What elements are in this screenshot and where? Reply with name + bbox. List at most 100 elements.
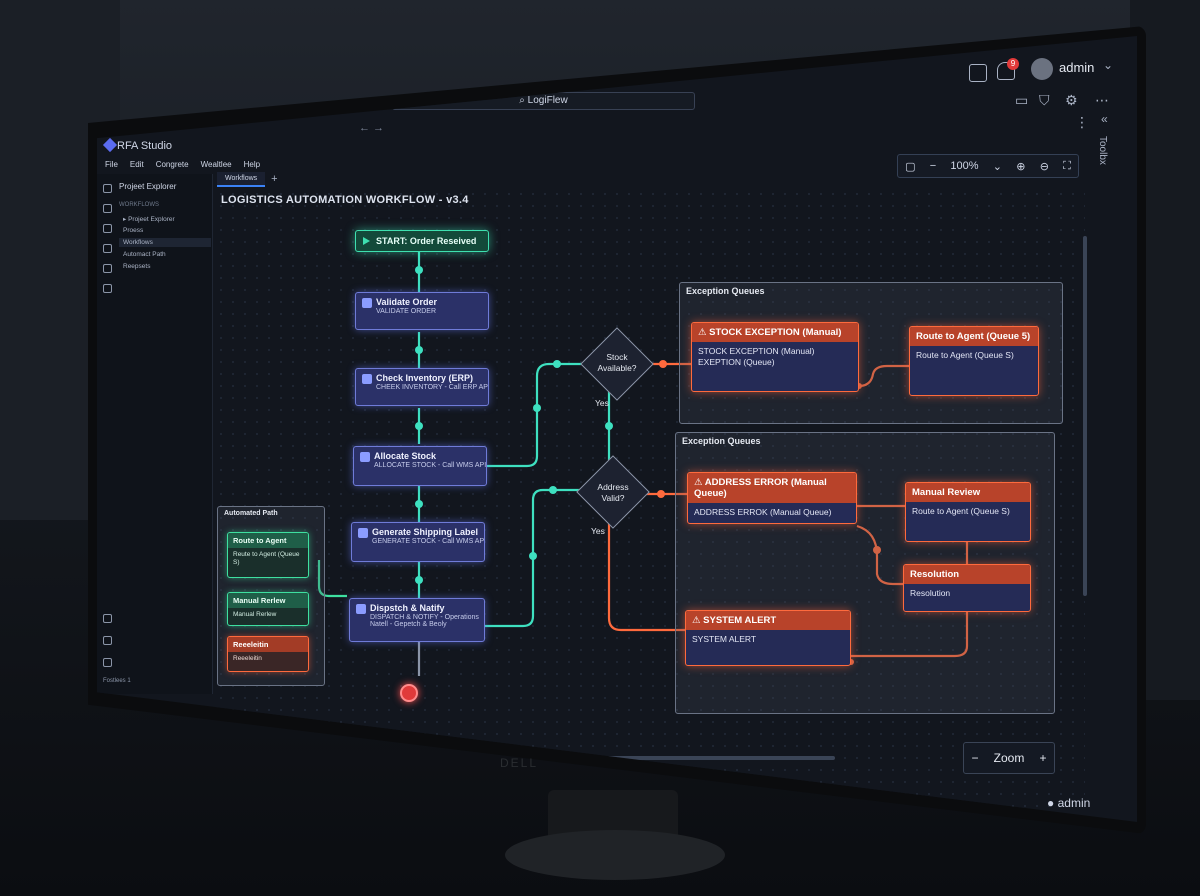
auto-node-resolution[interactable]: Reeeleitin Reeeleitin	[227, 636, 309, 672]
chevron-down-icon[interactable]: ⌄	[992, 160, 1003, 173]
sidebar-item-project[interactable]: ▸ Projeet Explorer	[123, 216, 175, 223]
node-check-inventory[interactable]: Check Inventory (ERP) CHEEK INVENTORY - …	[355, 368, 489, 406]
grid-icon[interactable]	[103, 284, 112, 293]
node-subtitle-2: Natell - Gepetch & Beoly	[370, 621, 447, 628]
more-icon[interactable]: ⋯	[1095, 92, 1109, 108]
group-title: Automated Path	[224, 510, 278, 517]
sidebar-item-automated-path[interactable]: Automact Path	[123, 251, 166, 258]
node-allocate-stock[interactable]: Allocate Stock ALLOCATE STOCK - Call WMS…	[353, 446, 487, 486]
node-body: Route to Agent (Queue S)	[916, 350, 1014, 360]
node-body: STOCK EXCEPTION (Manual) EXEPTION (Queue…	[698, 346, 815, 367]
node-header: ⚠ ADDRESS ERROR (Manual Queue)	[688, 473, 856, 503]
node-address-error[interactable]: ⚠ ADDRESS ERROR (Manual Queue) ADDRESS E…	[687, 472, 857, 524]
link-icon[interactable]	[103, 614, 112, 623]
wire-allocate-decision1	[485, 362, 585, 468]
play-icon	[363, 237, 370, 245]
zoom-label: Zoom	[993, 751, 1025, 765]
globe-icon[interactable]	[103, 658, 112, 667]
zoom-minus-button[interactable]: −	[971, 751, 979, 765]
menu-item-wealtlee[interactable]: Wealtlee	[200, 160, 232, 169]
menu-item-congrete[interactable]: Congrete	[155, 160, 189, 169]
add-tab-button[interactable]: +	[271, 173, 278, 185]
group-title: Exception Queues	[686, 286, 765, 296]
node-title: Validate Order	[376, 297, 438, 307]
chevron-down-icon[interactable]: ⌄	[1103, 58, 1114, 72]
menu-item-file[interactable]: File	[105, 160, 118, 169]
collapse-chevron-icon[interactable]: «	[1101, 112, 1108, 126]
vertical-scrollbar[interactable]	[1083, 236, 1087, 596]
filter-icon[interactable]: ⛉	[1039, 92, 1050, 108]
gear-icon[interactable]: ⚙	[1065, 92, 1078, 108]
explorer-icon[interactable]	[103, 184, 112, 193]
screen: 9 admin ⌄ ▭ ⛉ ⚙ ⋯ ⌕ LogiFlew ← → ⋮ RFA S…	[97, 36, 1137, 822]
toolbox-panel-label[interactable]: Toolbx	[1097, 136, 1108, 165]
port-dot	[605, 422, 613, 430]
node-title: Allocate Stock	[374, 451, 437, 461]
port-dot	[549, 486, 557, 494]
tab-workflows[interactable]: Workflows	[217, 171, 266, 187]
zoom-in-icon[interactable]: ⊕	[1016, 160, 1026, 173]
node-validate-order[interactable]: Validate Order VALIDATE ORDER	[355, 292, 489, 330]
chart-icon[interactable]	[103, 264, 112, 273]
wire-resolution-alert	[851, 612, 969, 658]
node-body: Manual Rerlew	[233, 611, 277, 618]
auto-node-route-to-agent[interactable]: Route to Agent Reute to Agent (Queue S)	[227, 532, 309, 578]
kebab-menu-icon[interactable]: ⋮	[1075, 114, 1089, 130]
sidebar-item-workflows[interactable]: Workflows	[119, 238, 211, 247]
folder-icon[interactable]: ▭	[1015, 92, 1029, 108]
expand-icon[interactable]: ⛶	[1063, 159, 1071, 172]
node-resolution[interactable]: Resolution Resolution	[903, 564, 1031, 612]
list-icon[interactable]	[103, 244, 112, 253]
node-system-alert[interactable]: ⚠ SYSTEM ALERT SYSTEM ALERT	[685, 610, 851, 666]
start-node-label: START: Order Reseived	[376, 236, 477, 246]
node-manual-review[interactable]: Manual Review Route to Agent (Queue S)	[905, 482, 1031, 542]
nav-arrows[interactable]: ← →	[359, 122, 385, 134]
user-icon: ●	[1047, 796, 1055, 810]
node-route-to-agent[interactable]: Route to Agent (Queue 5) Route to Agent …	[909, 326, 1039, 396]
settings-icon[interactable]	[103, 636, 112, 645]
user-name[interactable]: admin	[1059, 60, 1095, 75]
node-subtitle: VALIDATE ORDER	[376, 308, 437, 315]
avatar[interactable]	[1031, 58, 1053, 80]
notification-badge: 9	[1007, 58, 1019, 70]
wire-decision2-alert	[607, 518, 687, 632]
zoom-level[interactable]: 100%	[950, 160, 979, 172]
bell-icon[interactable]	[997, 62, 1015, 80]
end-node[interactable]	[400, 684, 418, 702]
send-icon	[356, 604, 366, 614]
app-title: RFA Studio	[117, 140, 173, 152]
fit-icon[interactable]: ▢	[905, 160, 916, 173]
node-title: Check Inventory (ERP)	[376, 373, 474, 383]
zoom-plus-button[interactable]: +	[1039, 751, 1047, 765]
sidebar: Projeet Explorer WORKFLOWS ▸ Projeet Exp…	[97, 174, 213, 694]
status-footer: Fostlees 1	[103, 678, 131, 684]
start-node[interactable]: START: Order Reseived	[355, 230, 489, 252]
decision-label: Stock Available?	[597, 352, 637, 373]
sidebar-item-process[interactable]: Proess	[123, 227, 144, 234]
node-stock-exception[interactable]: ⚠ STOCK EXCEPTION (Manual) STOCK EXCEPTI…	[691, 322, 859, 392]
node-header: Manual Review	[906, 483, 1030, 502]
sidebar-header: Projeet Explorer	[119, 182, 177, 191]
port-dot	[533, 404, 541, 412]
message-icon[interactable]	[969, 64, 987, 82]
node-body: ADDRESS ERROK (Manual Queue)	[694, 507, 832, 517]
node-header: Manual Rerlew	[228, 593, 308, 608]
footer-user[interactable]: ● admin	[1047, 796, 1090, 810]
layers-icon[interactable]	[103, 224, 112, 233]
zoom-reset-icon[interactable]: ⊖	[1039, 160, 1049, 173]
zoom-out-button[interactable]: −	[929, 160, 937, 172]
auto-node-manual-review[interactable]: Manual Rerlew Manual Rerlew	[227, 592, 309, 626]
node-header: Resolution	[904, 565, 1030, 584]
yes-label: Yes	[595, 398, 609, 408]
search-icon[interactable]	[103, 204, 112, 213]
port-dot	[415, 576, 423, 584]
menu-item-edit[interactable]: Edit	[129, 160, 144, 169]
wire-stock-route	[858, 364, 909, 388]
yes-label: Yes	[591, 526, 605, 536]
node-generate-shipping-label[interactable]: Generate Shipping Label GENERATE STOCK -…	[351, 522, 485, 562]
port-dot	[529, 552, 537, 560]
sidebar-item-reepsets[interactable]: Reepsets	[123, 263, 151, 270]
wire-dispatch-auto	[317, 560, 347, 598]
menu-item-help[interactable]: Help	[243, 160, 261, 169]
node-dispatch-notify[interactable]: Dispstch & Natify DISPATCH & NOTIFY - Op…	[349, 598, 485, 642]
